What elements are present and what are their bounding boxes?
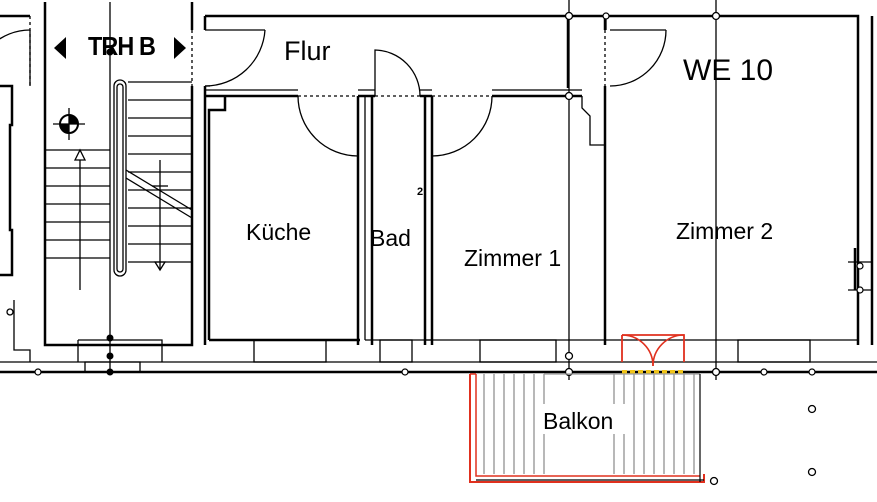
- crosshair-icon: [53, 108, 85, 140]
- stair-eye: [113, 79, 127, 277]
- zimmer2-walls: [605, 248, 872, 363]
- bad-marker: 2: [417, 186, 423, 198]
- unit-label: WE 10: [683, 54, 773, 87]
- bad-label: Bad: [370, 225, 411, 251]
- stair-label: TRH B: [88, 33, 155, 61]
- zimmer1-walls: [425, 95, 605, 363]
- balcony-door: [621, 334, 685, 374]
- bad-walls: 2: [365, 49, 432, 363]
- axis-markers: [34, 0, 817, 486]
- stair-entry-door: [0, 29, 31, 86]
- stairwell: [43, 2, 194, 376]
- balkon-label: Balkon: [543, 408, 613, 434]
- kueche-walls: [207, 95, 366, 363]
- kueche-label: Küche: [246, 219, 311, 245]
- zimmer2-label: Zimmer 2: [676, 218, 773, 244]
- right-partition: [566, 16, 667, 345]
- balkon-label-bg: [540, 404, 626, 434]
- balcony: [469, 373, 705, 483]
- building-walls: [0, 14, 877, 374]
- zimmer1-label: Zimmer 1: [464, 245, 561, 271]
- stair-treads-left: [45, 149, 110, 259]
- left-triangle-icon: [54, 37, 66, 59]
- left-building-part: [0, 14, 31, 362]
- right-triangle-icon: [174, 37, 186, 59]
- flur-walls: [204, 29, 582, 98]
- flur-label: Flur: [284, 36, 331, 66]
- stair-label-group: TRH B: [54, 33, 186, 61]
